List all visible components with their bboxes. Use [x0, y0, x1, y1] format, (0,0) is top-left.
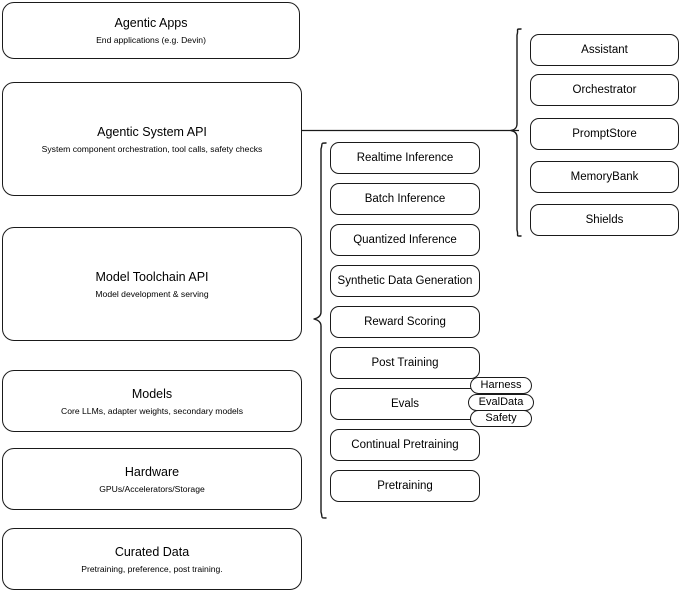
capability-label: Synthetic Data Generation [337, 275, 473, 287]
component-label: PromptStore [572, 128, 637, 140]
evals-badge-harness[interactable]: Harness [470, 377, 532, 394]
component-memorybank[interactable]: MemoryBank [530, 161, 679, 193]
capability-reward-scoring[interactable]: Reward Scoring [330, 306, 480, 338]
evals-badge-label: Harness [480, 379, 522, 391]
capability-quantized-inference[interactable]: Quantized Inference [330, 224, 480, 256]
component-orchestrator[interactable]: Orchestrator [530, 74, 679, 106]
capability-label: Batch Inference [364, 193, 446, 205]
layer-agentic-apps[interactable]: Agentic Apps End applications (e.g. Devi… [2, 2, 300, 59]
capability-post-training[interactable]: Post Training [330, 347, 480, 379]
capability-continual-pretraining[interactable]: Continual Pretraining [330, 429, 480, 461]
toolchain-capabilities-brace [313, 142, 327, 519]
evals-badge-safety[interactable]: Safety [470, 410, 532, 427]
layer-subtitle: End applications (e.g. Devin) [96, 35, 206, 45]
layer-subtitle: System component orchestration, tool cal… [41, 143, 263, 154]
component-assistant[interactable]: Assistant [530, 34, 679, 66]
layer-model-toolchain-api[interactable]: Model Toolchain API Model development & … [2, 227, 302, 341]
capability-evals[interactable]: Evals [330, 388, 480, 420]
capability-batch-inference[interactable]: Batch Inference [330, 183, 480, 215]
component-shields[interactable]: Shields [530, 204, 679, 236]
component-label: Assistant [581, 44, 628, 56]
layer-title: Model Toolchain API [95, 269, 209, 284]
capability-label: Pretraining [377, 480, 433, 492]
capability-label: Realtime Inference [356, 152, 454, 164]
evals-badge-evaldata[interactable]: EvalData [468, 394, 534, 411]
capability-realtime-inference[interactable]: Realtime Inference [330, 142, 480, 174]
layer-curated-data[interactable]: Curated Data Pretraining, preference, po… [2, 528, 302, 590]
capability-pretraining[interactable]: Pretraining [330, 470, 480, 502]
layer-agentic-system-api[interactable]: Agentic System API System component orch… [2, 82, 302, 196]
component-promptstore[interactable]: PromptStore [530, 118, 679, 150]
capability-label: Evals [390, 398, 420, 410]
layer-title: Curated Data [114, 544, 190, 559]
layer-subtitle: Model development & serving [95, 288, 209, 299]
layer-subtitle: GPUs/Accelerators/Storage [99, 483, 205, 494]
capability-synthetic-data-generation[interactable]: Synthetic Data Generation [330, 265, 480, 297]
layer-title: Hardware [124, 464, 180, 479]
capability-label: Reward Scoring [364, 316, 446, 328]
layer-title: Agentic System API [97, 124, 207, 139]
evals-badge-label: Safety [485, 412, 517, 424]
layer-title: Models [131, 386, 173, 401]
layer-subtitle: Pretraining, preference, post training. [81, 563, 223, 574]
component-label: Orchestrator [572, 84, 637, 96]
layer-subtitle: Core LLMs, adapter weights, secondary mo… [61, 405, 243, 416]
component-label: MemoryBank [570, 171, 639, 183]
layer-title: Agentic Apps [114, 16, 188, 30]
layer-models[interactable]: Models Core LLMs, adapter weights, secon… [2, 370, 302, 432]
system-components-brace [510, 28, 522, 237]
capability-label: Quantized Inference [353, 234, 457, 246]
layer-hardware[interactable]: Hardware GPUs/Accelerators/Storage [2, 448, 302, 510]
component-label: Shields [585, 214, 624, 226]
evals-badge-label: EvalData [478, 396, 524, 408]
capability-label: Post Training [371, 357, 439, 369]
capability-label: Continual Pretraining [351, 439, 459, 451]
